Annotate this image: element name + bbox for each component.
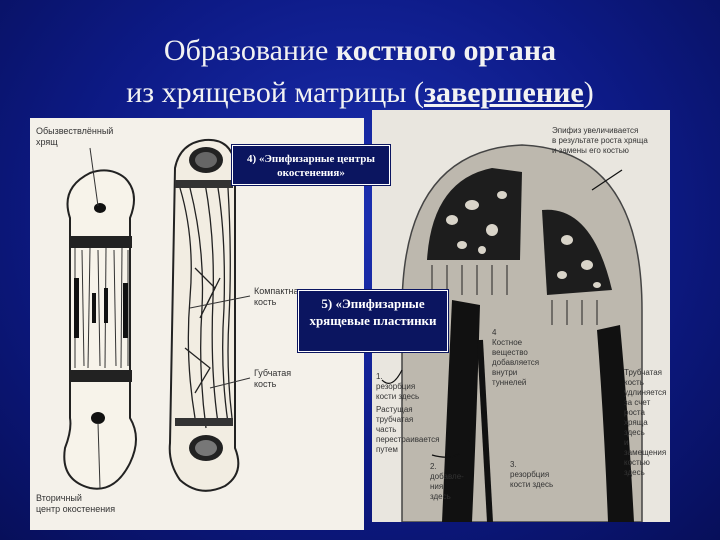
- label-tubular-bone: Трубчатая кость удлиняется за счет роста…: [624, 368, 667, 477]
- label-growing-part: Растущая трубчатая часть перестраивается…: [376, 405, 440, 454]
- title-emphasis: костного органа: [335, 34, 557, 67]
- label-marker-4: 4: [492, 328, 497, 337]
- callout-epiphyseal-centers: 4) «Эпифизарные центры окостенения»: [232, 145, 390, 185]
- slide-title: Образование костного органа из хрящевой …: [0, 30, 720, 114]
- epiphysis-right-mass: [542, 209, 612, 295]
- title-line-2: из хрящевой матрицы (завершение): [126, 76, 594, 109]
- bone-1: [63, 169, 137, 490]
- callout-epiphyseal-plates: 5) «Эпифизарные хрящевые пластинки: [298, 290, 448, 352]
- title-line-1: Образование костного органа: [163, 34, 557, 67]
- bone-2: [168, 138, 240, 492]
- label-calcified-cartilage: Обызвествлённый хрящ: [36, 126, 114, 147]
- label-resorption-1: 1. резорбция кости здесь: [376, 372, 420, 401]
- label-resorption-3: 3. резорбция кости здесь: [510, 460, 554, 489]
- label-compact-bone: Компактная кость: [254, 286, 304, 307]
- label-addition: 2. добавле- ния здесь: [430, 462, 464, 501]
- right-epiphysis-drawing: [381, 144, 643, 522]
- label-spongy-bone: Губчатая кость: [254, 368, 292, 389]
- epiphysis-left-mass: [427, 168, 522, 260]
- label-epiphysis-note: Эпифиз увеличивается в результате роста …: [552, 126, 648, 155]
- label-secondary-center: Вторичный центр окостенения: [36, 493, 116, 514]
- left-bone-drawing: [63, 138, 251, 492]
- label-bone-added: Костное вещество добавляется внутри тунн…: [492, 338, 540, 387]
- title-underlined-word: завершение: [423, 76, 584, 109]
- right-epiphysis-diagram: Эпифиз увеличивается в результате роста …: [372, 110, 670, 522]
